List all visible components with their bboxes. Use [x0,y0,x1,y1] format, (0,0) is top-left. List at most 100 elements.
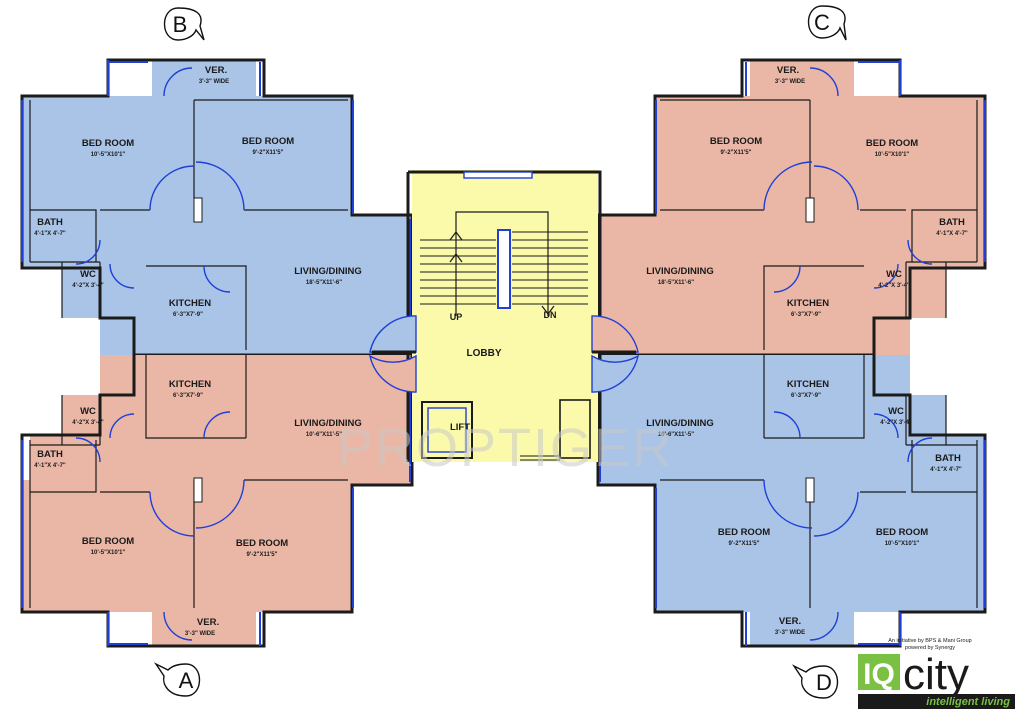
unit-c-living-size: 18'-5"X11'-6" [658,280,694,286]
unit-d-living-fill [598,355,910,485]
unit-b-entry-door [369,315,417,353]
brand-tagline-2: powered by Synergy [905,645,955,651]
stair-arrowheads [449,231,555,315]
unit-c-glazing [599,60,986,352]
stair-down-label: DN [544,310,557,320]
unit-a-wc-size: 4'-2"X 3'-4" [72,420,104,426]
unit-d-wc-size: 4'-2"X 3'-4" [880,420,912,426]
lift-label: LIFT [450,422,470,433]
unit-c-bed1-name: BED ROOM [710,136,762,147]
unit-d-bed2-size: 10'-5"X10'1" [885,541,920,547]
unit-c-wc-fill [906,268,946,318]
brand-slogan: intelligent living [926,696,1010,708]
unit-d-verandah-fill [750,608,854,646]
unit-c-living-name: LIVING/DINING [646,266,714,277]
unit-b-glazing [21,60,411,352]
unit-b-partitions [29,99,348,350]
unit-b-wc-fill [62,268,102,318]
unit-a: KITCHEN 6'-3"X7'-9" WC 4'-2"X 3'-4" BATH… [20,355,414,648]
unit-marker-b: B [163,7,205,41]
unit-b-bath-size: 4'-1"X 4'-7" [34,231,66,237]
unit-c-bed2-name: BED ROOM [866,138,918,149]
unit-a-door-swings [75,411,245,641]
unit-d-kitchen-name: KITCHEN [787,379,829,390]
unit-b-bed1-name: BED ROOM [82,138,134,149]
unit-c-verandah-fill [750,60,854,98]
unit-a-bath-fill [30,435,100,485]
unit-a-living-fill [100,355,412,485]
core: UP DN LOBBY LIFT [368,170,640,462]
unit-d-kitchen-size: 6'-3"X7'-9" [791,393,821,399]
stair-treads [420,231,588,305]
unit-a-kitchen-name: KITCHEN [169,379,211,390]
unit-c-ver-name: VER. [777,65,799,76]
stair-direction-arrow [455,211,549,316]
unit-d-bed1-size: 9'-2"X11'5" [729,541,760,547]
stair-well [497,229,511,309]
unit-b-bath-name: BATH [37,217,63,228]
unit-a-partitions [29,355,348,608]
lobby-label: LOBBY [467,348,502,359]
unit-c-wc-name: WC [886,269,902,280]
unit-a-ver-size: 3'-3" WIDE [185,631,215,637]
unit-a-entry-door [368,354,417,393]
unit-c-door-swings [763,67,933,293]
unit-c-bath-size: 4'-1"X 4'-7" [936,231,968,237]
unit-a-fill [22,480,352,612]
unit-a-bed2-size: 9'-2"X11'5" [247,552,278,558]
brand-tagline-1: An initiative by BPS & Mani Group [888,638,971,644]
unit-b-kitchen-size: 6'-3"X7'-9" [173,312,203,318]
unit-b-ver-size: 3'-3" WIDE [199,79,229,85]
unit-c-bath-name: BATH [939,217,965,228]
unit-a-ver-name: VER. [197,617,219,628]
unit-d: KITCHEN 6'-3"X7'-9" WC 4'-2"X 3'-4" BATH… [596,355,987,648]
unit-a-bed1-size: 10'-5"X10'1" [91,550,126,556]
unit-b-kitchen-name: KITCHEN [169,298,211,309]
unit-b-living-size: 18'-5"X11'-6" [306,280,342,286]
unit-d-bed2-name: BED ROOM [876,527,928,538]
unit-b-door-post [193,197,203,223]
unit-a-kitchen-size: 6'-3"X7'-9" [173,393,203,399]
unit-a-living-name: LIVING/DINING [294,418,362,429]
unit-c-entry-door [591,315,639,353]
unit-a-bed2-name: BED ROOM [236,538,288,549]
unit-d-fill [655,480,985,612]
brand-city-text: city [903,650,969,699]
unit-c-living-fill [598,215,910,355]
unit-a-wc-name: WC [80,406,96,417]
unit-a-door-post [193,477,203,503]
unit-c-bed2-size: 10'-5"X10'1" [875,152,910,158]
unit-d-bed1-name: BED ROOM [718,527,770,538]
unit-marker-b-letter: B [173,12,188,37]
unit-b-ver-name: VER. [205,65,227,76]
unit-d-partitions [660,355,978,608]
unit-marker-c-letter: C [814,10,830,35]
unit-d-wc-name: WC [888,406,904,417]
lobby-threshold [520,455,560,461]
unit-c-partitions [660,99,978,350]
brand-iq-text: IQ [863,658,895,691]
unit-c-kitchen-size: 6'-3"X7'-9" [791,312,821,318]
unit-b-wc-name: WC [80,269,96,280]
unit-marker-d: D [791,664,839,699]
unit-c: BED ROOM 9'-2"X11'5" BED ROOM 10'-5"X10'… [596,58,987,357]
unit-marker-a-letter: A [179,668,194,693]
unit-b-bed2-name: BED ROOM [242,136,294,147]
unit-a-bath-name: BATH [37,449,63,460]
brand-slogan-bar [858,694,1015,709]
unit-b-wc-size: 4'-2"X 3'-4" [72,283,104,289]
unit-d-door-post [805,477,815,503]
unit-d-bath-size: 4'-1"X 4'-7" [930,467,962,473]
stair-window [463,171,533,179]
unit-b-living-name: LIVING/DINING [294,266,362,277]
unit-c-kitchen-name: KITCHEN [787,298,829,309]
lift-car [427,407,467,453]
unit-b-bed1-size: 10'-5"X10'1" [91,152,126,158]
unit-a-verandah-fill [152,608,256,646]
unit-c-door-post [805,197,815,223]
unit-d-door-swings [763,411,933,641]
unit-d-living-size: 10'-6"X11'-5" [658,432,694,438]
stair-up-label: UP [450,312,463,322]
